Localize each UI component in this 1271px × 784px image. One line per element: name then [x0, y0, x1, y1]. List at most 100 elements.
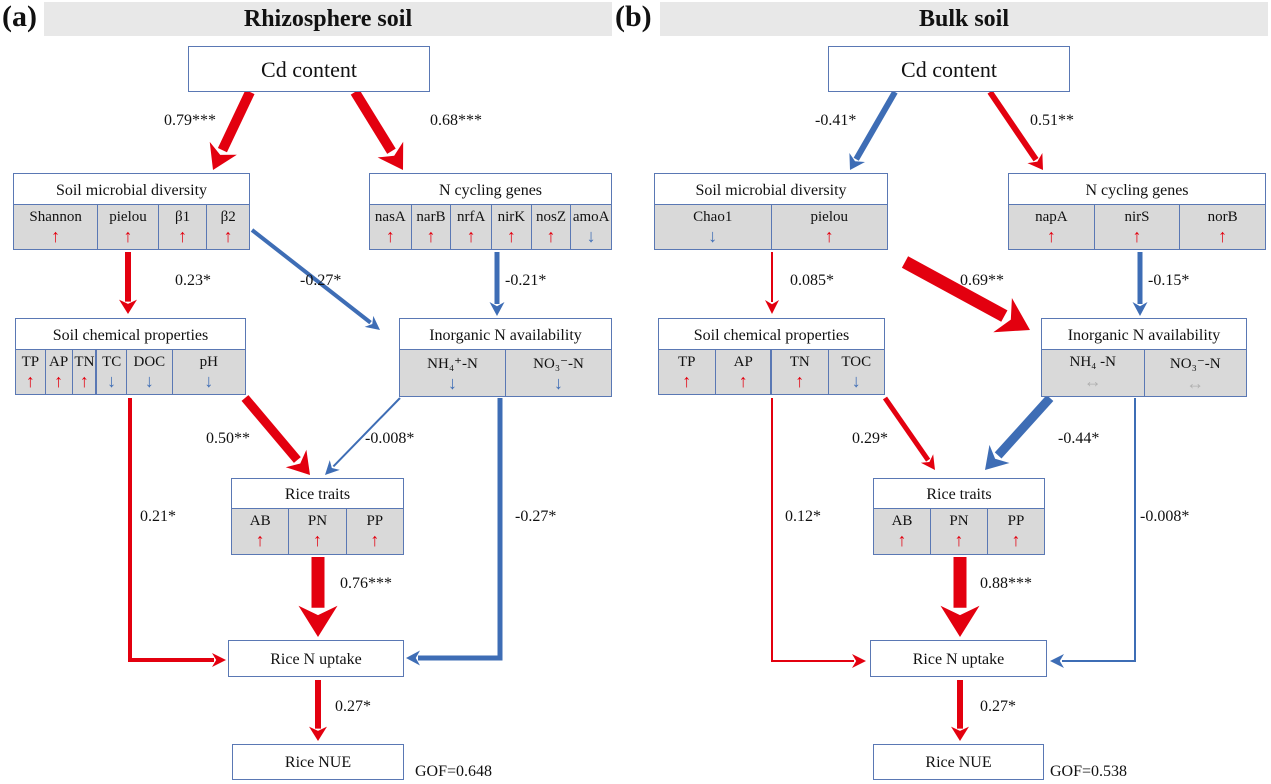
path-coefficient: 0.085* — [790, 272, 834, 289]
node-traits-title: Rice traits — [926, 486, 992, 503]
path-arrow-positive — [298, 557, 338, 637]
arrow-shaft — [1062, 398, 1136, 662]
indicator-cell: PN↑ — [930, 509, 987, 554]
trend-up-arrow-icon: ↑ — [682, 371, 692, 391]
trend-up-arrow-icon: ↑ — [79, 371, 89, 391]
node-inorg-indicators: NH₄ -N↔NO₃⁻-N↔ — [1042, 349, 1246, 396]
path-arrow-positive — [128, 398, 226, 667]
arrow-head — [285, 449, 310, 475]
trend-up-arrow-icon: ↑ — [51, 226, 61, 246]
node-cd: Cd content — [828, 46, 1070, 92]
arrow-head — [406, 650, 420, 666]
node-traits-title: Rice traits — [284, 486, 351, 503]
trend-up-arrow-icon: ↑ — [506, 226, 516, 246]
arrow-head — [364, 315, 380, 330]
trend-up-arrow-icon: ↑ — [426, 226, 436, 246]
node-diversity-title: Soil microbial diversity — [55, 182, 208, 199]
arrow-head — [852, 654, 866, 668]
trend-down-arrow-icon: ↓ — [204, 371, 214, 391]
indicator-label: nrfA — [456, 209, 486, 225]
path-coefficient: 0.21* — [140, 508, 176, 525]
arrow-shaft — [853, 90, 898, 161]
arrow-head — [920, 454, 935, 470]
indicator-cell: AP↑ — [714, 350, 772, 394]
indicator-label: PP — [366, 513, 384, 529]
path-arrow-positive — [119, 252, 137, 314]
path-coefficient: -0.15* — [1148, 272, 1190, 289]
indicator-cell: TP↑ — [16, 350, 45, 394]
indicator-cell: β2↑ — [206, 205, 249, 249]
indicator-label: TC — [102, 354, 122, 370]
trend-up-arrow-icon: ↑ — [178, 226, 188, 246]
arrow-shaft — [418, 398, 503, 661]
arrow-shaft — [250, 228, 372, 325]
trend-bidirectional-arrow-icon: ↔ — [1186, 373, 1205, 393]
arrow-shaft — [241, 395, 301, 463]
path-coefficient: 0.50** — [206, 430, 250, 447]
indicator-cell: β1↑ — [157, 205, 207, 249]
indicator-label: β2 — [220, 209, 236, 225]
arrow-head — [849, 153, 865, 170]
path-arrow-negative — [985, 394, 1054, 470]
indicator-label: PP — [1007, 513, 1025, 529]
path-arrow-positive — [209, 89, 255, 170]
arrow-head — [1050, 654, 1064, 668]
path-coefficient: 0.68*** — [430, 112, 482, 129]
path-coefficient: -0.008* — [365, 430, 415, 447]
node-nue: Rice NUE — [873, 744, 1044, 780]
node-uptake: Rice N uptake — [228, 640, 404, 677]
path-arrow-negative — [1050, 398, 1136, 668]
path-coefficient: 0.79*** — [164, 112, 216, 129]
path-coefficient: 0.76*** — [340, 575, 392, 592]
node-cd-title: Cd content — [261, 57, 357, 82]
indicator-cell: NH₄⁺-N↓ — [400, 350, 505, 396]
node-genes-indicators: napA↑nirS↑norB↑ — [1009, 204, 1265, 249]
path-arrow-positive — [350, 89, 404, 170]
trend-up-arrow-icon: ↑ — [1132, 226, 1142, 246]
indicator-cell: nosZ↑ — [530, 205, 571, 249]
node-genes-title: N cycling genes — [438, 182, 543, 199]
arrow-head — [119, 299, 137, 314]
trend-up-arrow-icon: ↑ — [954, 530, 964, 550]
indicator-cell: nirK↑ — [490, 205, 531, 249]
node-uptake-title: Rice N uptake — [270, 651, 362, 668]
indicator-cell: pielou↑ — [770, 205, 888, 249]
indicator-label: AP — [49, 354, 69, 370]
arrow-head — [209, 141, 237, 170]
indicator-cell: AP↑ — [44, 350, 72, 394]
arrow-shaft — [994, 394, 1054, 459]
indicator-label: nirK — [497, 209, 526, 225]
indicator-label: AB — [249, 513, 271, 529]
gof-a: GOF=0.648 — [415, 763, 493, 780]
path-arrow-negative — [1132, 252, 1148, 316]
arrow-shaft — [217, 89, 255, 153]
arrow-head — [985, 444, 1010, 470]
path-coefficient: 0.23* — [175, 272, 211, 289]
arrow-head — [993, 297, 1030, 333]
trend-up-arrow-icon: ↑ — [255, 530, 265, 550]
arrow-shaft — [350, 89, 396, 154]
path-arrow-positive — [951, 680, 969, 741]
indicator-label: nirS — [1124, 209, 1150, 225]
node-diversity-title: Soil microbial diversity — [695, 182, 847, 199]
path-arrow-positive — [771, 398, 866, 668]
path-coefficient: 0.29* — [852, 430, 888, 447]
path-coefficient: 0.51** — [1030, 112, 1074, 129]
arrow-head — [940, 605, 980, 637]
indicator-cell: DOC↓ — [126, 350, 172, 394]
trend-up-arrow-icon: ↑ — [25, 371, 35, 391]
indicator-label: PN — [307, 513, 328, 529]
trend-up-arrow-icon: ↑ — [546, 226, 556, 246]
node-diversity-indicators: Chao1↓pielou↑ — [655, 204, 887, 249]
node-chem-title: Soil chemical properties — [52, 327, 209, 344]
gof-b: GOF=0.538 — [1050, 763, 1128, 780]
indicator-cell: TN↑ — [71, 350, 97, 394]
indicator-cell: TN↑ — [770, 349, 829, 395]
node-nue-title: Rice NUE — [284, 754, 352, 771]
node-inorg-title: Inorganic N availability — [1067, 327, 1221, 344]
